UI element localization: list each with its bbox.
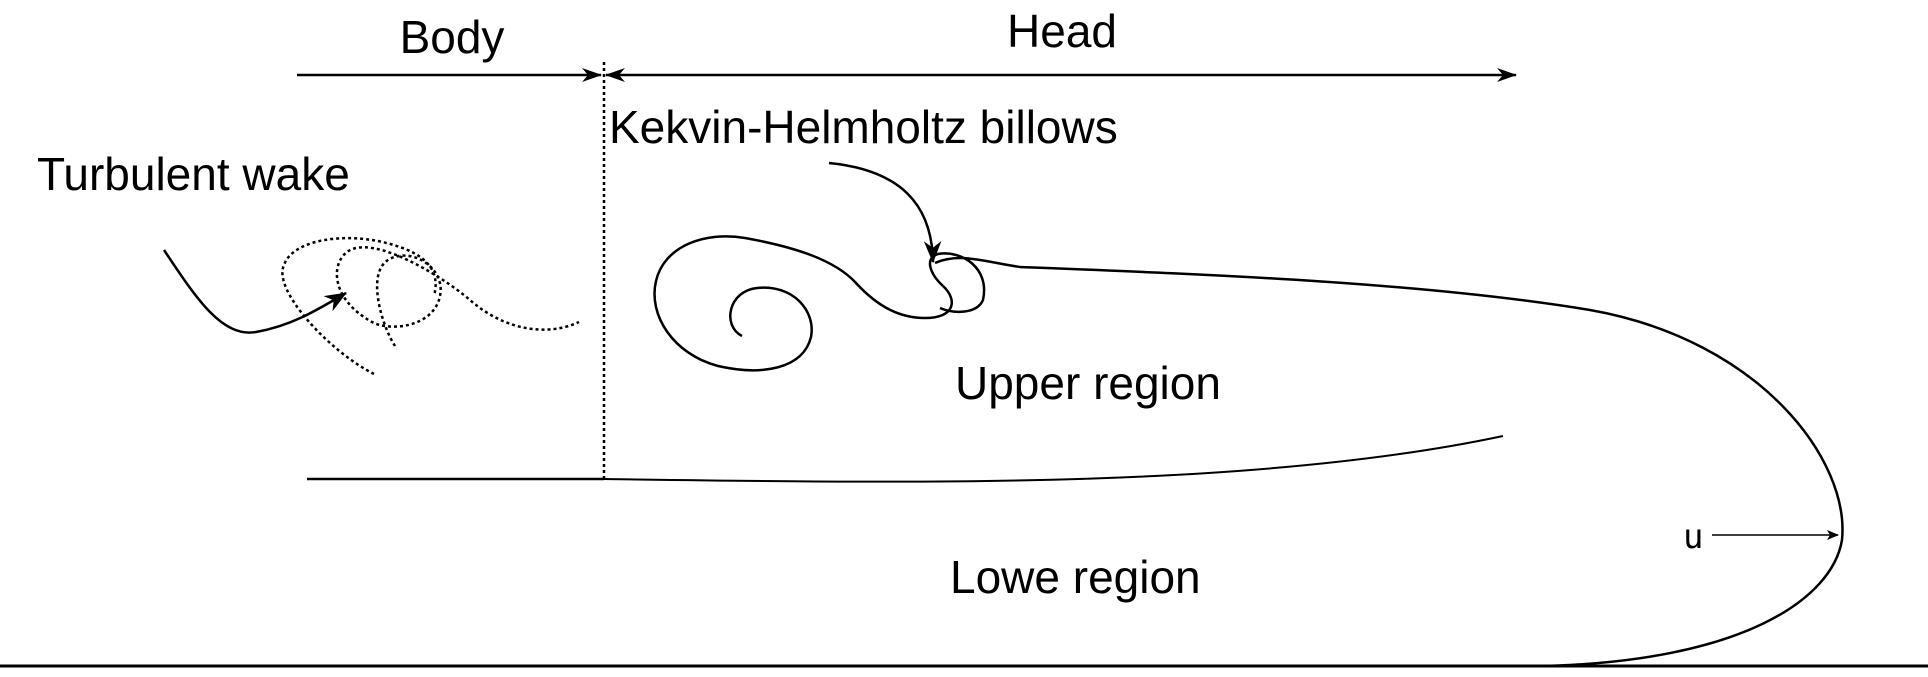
kh-billow-large: [653, 235, 953, 372]
lower-region-label: Lowe region: [950, 551, 1201, 603]
wake-flow-arrow: [162, 249, 347, 334]
turbulent-wake-label: Turbulent wake: [37, 148, 350, 200]
body-label: Body: [400, 11, 505, 63]
region-interface: [603, 435, 1504, 483]
kh-billows-label: Kekvin-Helmholtz billows: [609, 101, 1118, 153]
velocity-label: u: [1683, 517, 1703, 557]
head-label: Head: [1007, 5, 1117, 57]
wake-eddy-outer-dotted: [281, 236, 437, 376]
head-outline: [934, 256, 1844, 668]
kh-pointer-arrow: [828, 161, 942, 264]
upper-region-label: Upper region: [955, 357, 1221, 409]
wake-eddy-dotted: [335, 246, 580, 347]
kh-billow-small: [928, 252, 986, 314]
